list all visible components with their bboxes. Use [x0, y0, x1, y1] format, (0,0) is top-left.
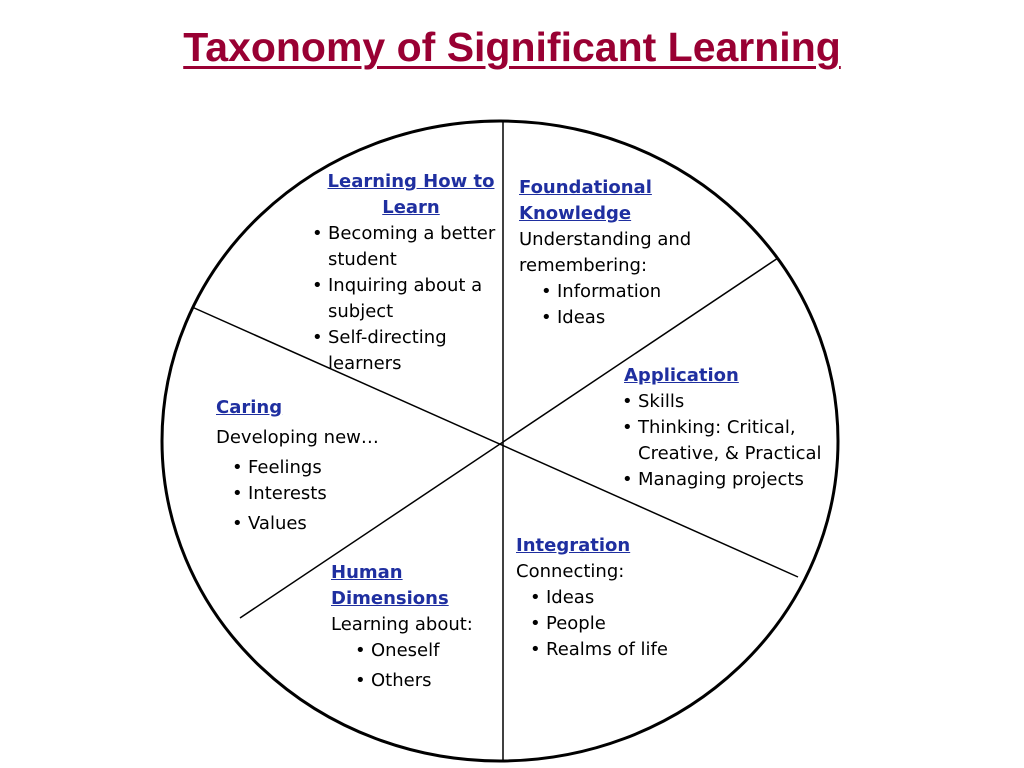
list-item: Inquiring about a subject	[310, 273, 506, 325]
segment-subtitle: Understanding and	[519, 229, 692, 250]
segment-subtitle: Developing new…	[216, 427, 379, 448]
divider-diagonal-down	[191, 306, 799, 578]
list-item: Ideas	[539, 305, 759, 331]
segment-learning-how-to-learn: Learning How to Learn Becoming a better …	[306, 169, 516, 377]
segment-integration: Integration Connecting: Ideas People Rea…	[516, 533, 716, 663]
list-item: Values	[230, 511, 416, 537]
list-item: Skills	[620, 389, 832, 415]
list-item: Information	[539, 279, 759, 305]
wheel-circle	[160, 119, 840, 763]
segment-caring: Caring Developing new… Feelings Interest…	[216, 395, 416, 537]
segment-application: Application Skills Thinking: Critical, C…	[622, 363, 838, 493]
list-item: Interests	[230, 481, 416, 507]
segment-heading: Learning How to Learn	[327, 171, 495, 218]
list-item: Others	[353, 668, 501, 694]
segment-human-dimensions: Human Dimensions Learning about: Oneself…	[331, 560, 501, 694]
bullet-list: Skills Thinking: Critical, Creative, & P…	[620, 389, 832, 493]
list-item: Becoming a better student	[310, 221, 506, 273]
list-item: Feelings	[230, 455, 416, 481]
list-item: Self-directing learners	[310, 325, 506, 377]
segment-heading: Foundational Knowledge	[519, 177, 652, 224]
segment-subtitle: Learning about:	[331, 614, 473, 635]
bullet-list: Ideas People Realms of life	[528, 585, 716, 663]
list-item: People	[528, 611, 716, 637]
list-item: Managing projects	[620, 467, 832, 493]
bullet-list: Oneself Others	[353, 638, 501, 694]
segment-heading: Application	[624, 365, 739, 386]
bullet-list: Feelings Interests Values	[230, 455, 416, 537]
segment-subtitle: remembering:	[519, 255, 648, 276]
list-item: Ideas	[528, 585, 716, 611]
list-item: Realms of life	[528, 637, 716, 663]
segment-heading: Caring	[216, 397, 283, 418]
segment-heading: Human Dimensions	[331, 562, 449, 609]
segment-subtitle: Connecting:	[516, 561, 625, 582]
page-title: Taxonomy of Significant Learning	[183, 24, 841, 70]
segment-foundational-knowledge: Foundational Knowledge Understanding and…	[519, 175, 759, 331]
bullet-list: Information Ideas	[539, 279, 759, 331]
list-item: Oneself	[353, 638, 501, 664]
segment-heading: Integration	[516, 535, 631, 556]
list-item: Thinking: Critical, Creative, & Practica…	[620, 415, 832, 467]
bullet-list: Becoming a better student Inquiring abou…	[310, 221, 506, 377]
